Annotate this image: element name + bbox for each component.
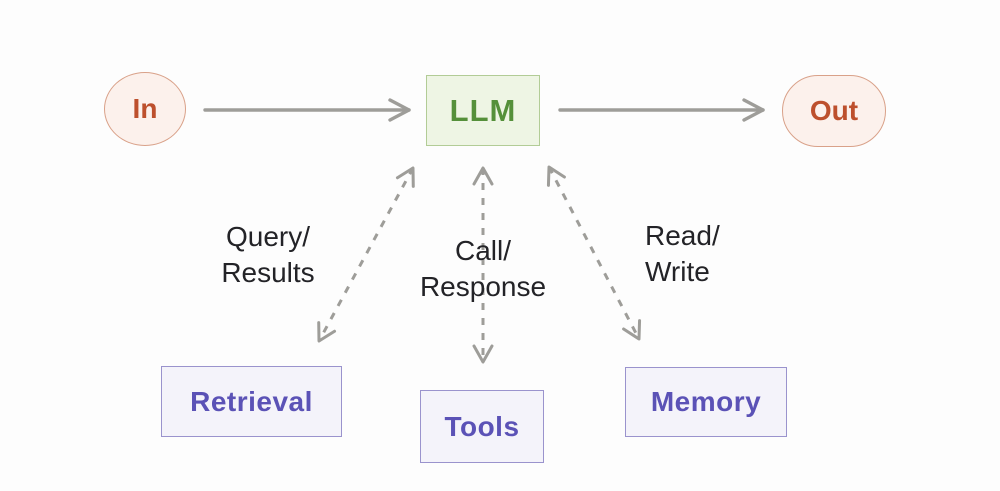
node-out-label: Out: [809, 95, 859, 126]
edge-label-line: Write: [645, 256, 710, 287]
arrow-llm-retrieval: [317, 166, 415, 343]
edge-label-read-write: Read/ Write: [645, 218, 805, 290]
node-in: In: [104, 72, 186, 146]
edge-label-line: Call/: [454, 235, 511, 266]
node-tools: Tools: [420, 390, 544, 463]
node-out: Out: [782, 75, 886, 147]
edge-label-query-results: Query/ Results: [183, 219, 353, 291]
node-memory: Memory: [625, 367, 787, 437]
edge-label-call-response: Call/ Response: [398, 233, 568, 305]
edge-label-line: Response: [419, 271, 547, 302]
edge-label-line: Query/: [225, 221, 311, 252]
edge-label-line: Results: [221, 257, 315, 288]
arrow-llm-memory: [546, 165, 642, 341]
node-memory-label: Memory: [650, 386, 762, 417]
node-in-label: In: [132, 93, 158, 124]
node-retrieval: Retrieval: [161, 366, 342, 437]
node-tools-label: Tools: [444, 410, 520, 442]
node-llm-label: LLM: [449, 92, 517, 128]
node-llm: LLM: [426, 75, 540, 146]
edge-label-line: Read/: [645, 220, 720, 251]
node-retrieval-label: Retrieval: [190, 385, 313, 417]
